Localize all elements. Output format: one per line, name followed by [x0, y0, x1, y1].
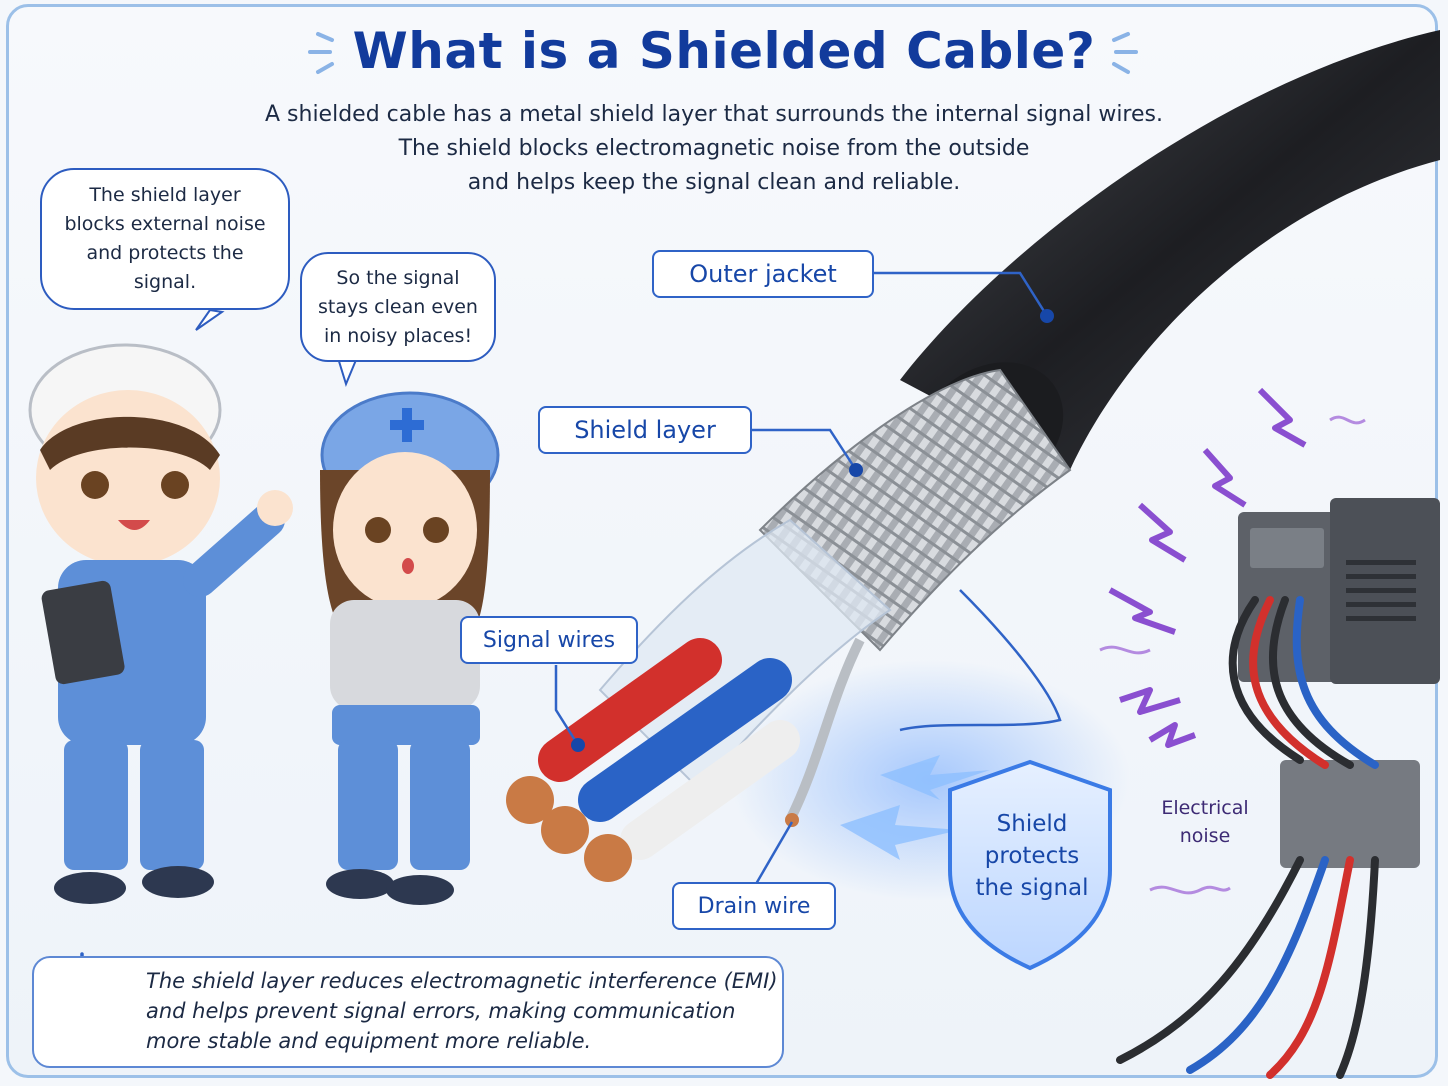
- white-wire: [620, 720, 800, 860]
- noise-label-line-2: noise: [1179, 825, 1231, 847]
- shield-icon: [948, 759, 1112, 971]
- tablet-icon: [41, 580, 125, 685]
- lightning-icon: [1108, 387, 1307, 748]
- engineer-girl: [320, 391, 500, 905]
- intro-line-3: and helps keep the signal clean and reli…: [467, 170, 961, 195]
- shield-badge-line-3: the signal: [975, 875, 1089, 901]
- engineer-boy: [28, 343, 293, 904]
- shield-badge-text: Shield protects the signal: [968, 808, 1096, 904]
- speech-bubble-right-text: So the signal stays clean even in noisy …: [318, 266, 478, 347]
- copper-core-2: [541, 806, 589, 854]
- page-title: What is a Shielded Cable?: [352, 22, 1096, 80]
- speech-bubble-left: The shield layer blocks external noise a…: [40, 168, 290, 310]
- info-box: [32, 956, 784, 1068]
- info-text: The shield layer reduces electromagnetic…: [146, 966, 786, 1056]
- shield-badge-line-1: Shield: [996, 811, 1068, 837]
- info-line-1: The shield layer reduces electromagnetic…: [146, 969, 778, 993]
- label-drain-wire: Drain wire: [672, 882, 836, 930]
- speech-bubble-right: So the signal stays clean even in noisy …: [300, 252, 496, 362]
- equipment-box: [1238, 498, 1440, 868]
- label-shield-layer: Shield layer: [538, 406, 752, 454]
- boy-hair: [40, 416, 220, 470]
- copper-core-1: [506, 776, 554, 824]
- deflect-arrows: [840, 755, 990, 860]
- info-line-2: and helps prevent signal errors, making …: [146, 999, 736, 1023]
- drain-wire-shape: [785, 637, 865, 823]
- intro-text: A shielded cable has a metal shield laye…: [214, 98, 1214, 200]
- girl-face: [333, 452, 477, 608]
- girl-jacket: [330, 600, 480, 710]
- noise-label-line-1: Electrical: [1161, 797, 1249, 819]
- intro-line-2: The shield blocks electromagnetic noise …: [398, 136, 1030, 161]
- noise-waves: [1099, 415, 1366, 895]
- label-signal-wires: Signal wires: [460, 616, 638, 664]
- noise-label: Electrical noise: [1150, 794, 1260, 850]
- blue-wire: [578, 658, 792, 822]
- info-line-3: more stable and equipment more reliable.: [146, 1029, 592, 1053]
- shield-badge-line-2: protects: [984, 843, 1080, 869]
- outer-jacket-shape: [900, 30, 1440, 470]
- speech-bubble-left-text: The shield layer blocks external noise a…: [64, 184, 266, 293]
- boy-face: [36, 390, 220, 566]
- equipment-cables: [1116, 596, 1379, 1079]
- drain-wire-tip: [785, 813, 799, 827]
- copper-core-3: [584, 834, 632, 882]
- label-outer-jacket: Outer jacket: [652, 250, 874, 298]
- intro-line-1: A shielded cable has a metal shield laye…: [265, 102, 1163, 127]
